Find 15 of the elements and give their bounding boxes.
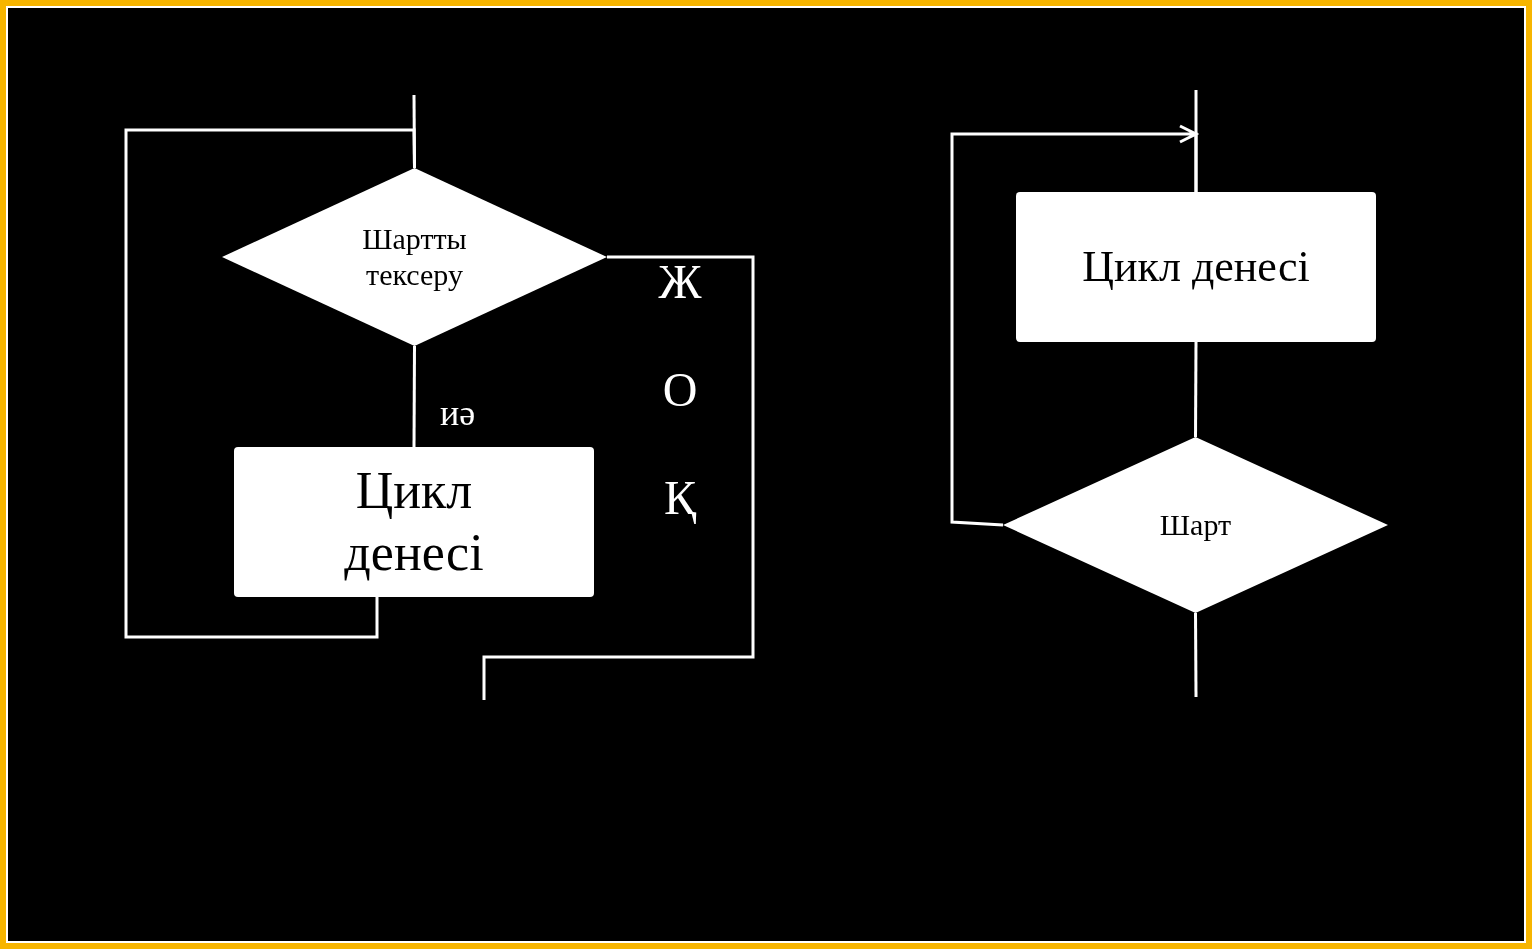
decision-diamond — [222, 168, 607, 346]
connector-line — [124, 128, 416, 639]
node-label: Шарт — [1159, 507, 1232, 543]
arrow — [950, 124, 1200, 527]
connector-line — [1194, 613, 1198, 697]
connector-line — [412, 346, 416, 447]
node-label: Шартты тексеру — [361, 221, 468, 293]
process-box — [1016, 192, 1376, 342]
connector-line — [1194, 342, 1198, 437]
node-label: Цикл денесі — [1082, 240, 1310, 293]
node-label: Цикл денесі — [343, 460, 485, 583]
edge-label: ЖОҚ — [657, 254, 703, 526]
connector-line — [482, 255, 755, 700]
process-box — [234, 447, 594, 597]
decision-diamond — [1003, 437, 1388, 613]
